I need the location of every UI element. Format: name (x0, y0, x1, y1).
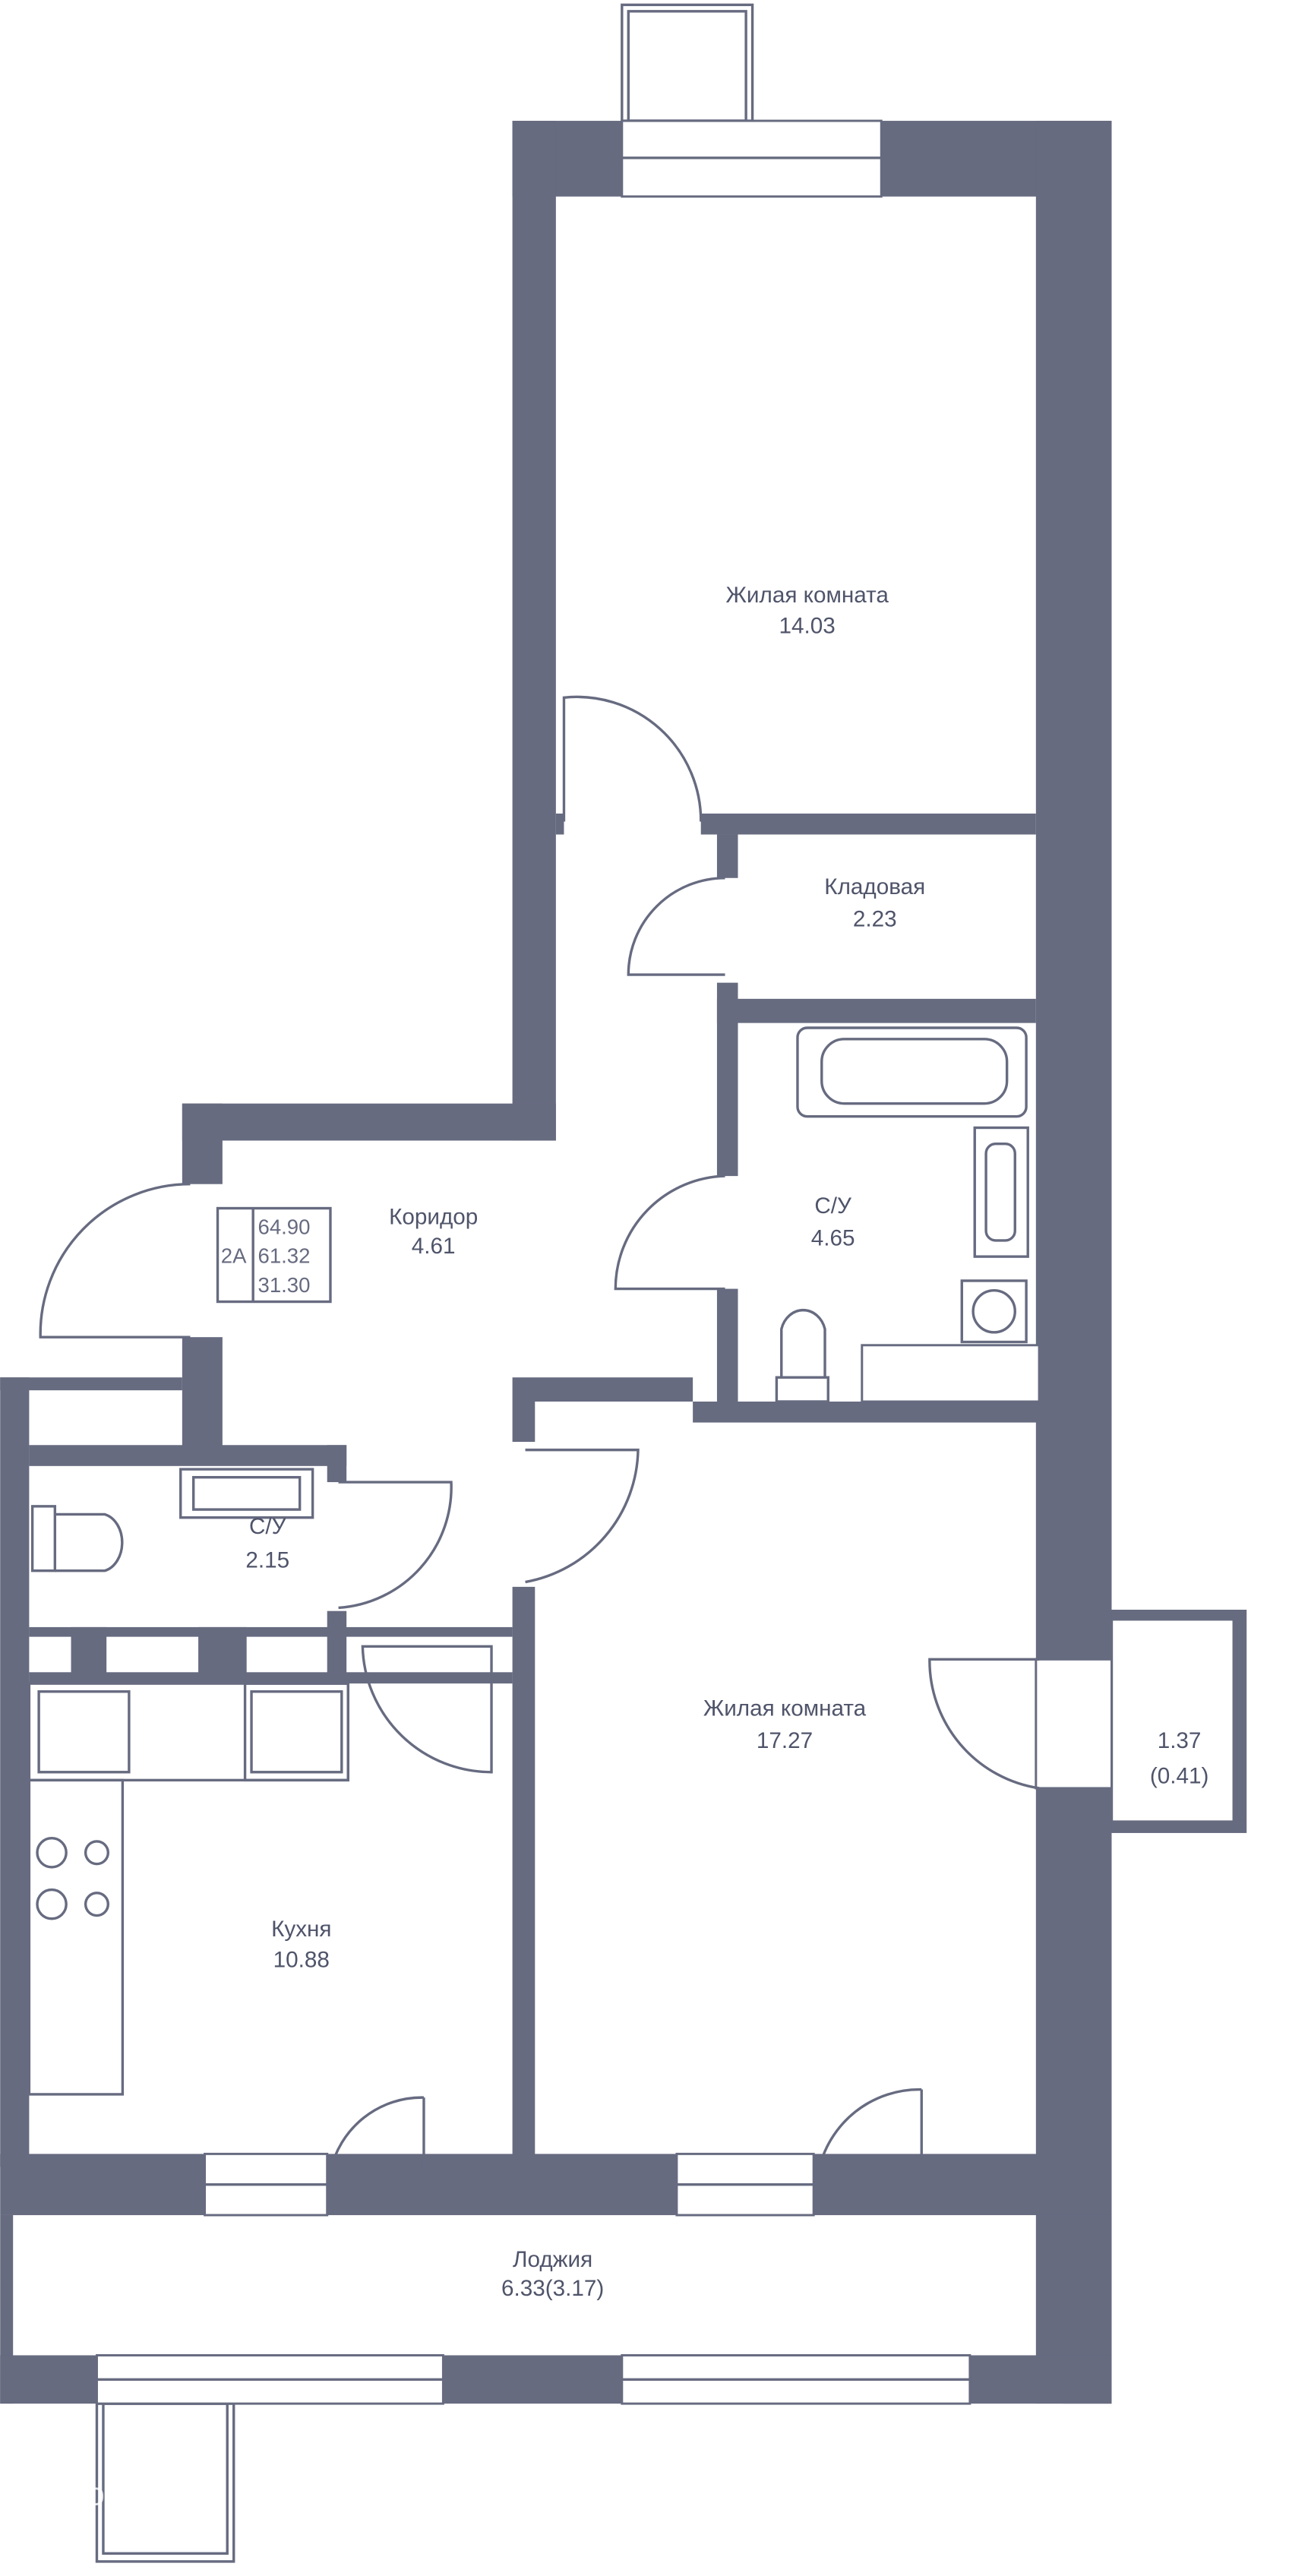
balcony-right (1110, 1610, 1247, 1833)
balcony-reduced-area: (0.41) (1150, 1764, 1209, 1789)
room-area: 17.27 (757, 1728, 813, 1753)
room-area: 4.61 (412, 1234, 456, 1259)
apartment-legend: 2А 64.90 61.32 31.30 (216, 1206, 332, 1304)
fixtures (27, 1026, 1029, 2096)
legend-living: 31.30 (258, 1273, 311, 1297)
room-name: Жилая комната (726, 583, 889, 608)
legend-type: 2А (221, 1244, 247, 1268)
room-name: Лоджия (513, 2247, 592, 2272)
room-area: 2.23 (853, 906, 897, 931)
doors (39, 695, 1040, 2173)
room-name: Жилая комната (703, 1696, 867, 1721)
walls (0, 121, 1112, 2404)
balcony-top (621, 3, 754, 122)
room-name: Кладовая (824, 874, 925, 899)
room-name: С/У (814, 1193, 851, 1218)
room-area: 2.15 (245, 1547, 289, 1572)
room-name: Кухня (271, 1917, 331, 1942)
room-name: Коридор (389, 1205, 478, 1230)
room-area: 6.33(3.17) (501, 2276, 604, 2301)
windows (95, 119, 1113, 2405)
watermark: Домклик (65, 2476, 192, 2512)
balcony-area: 1.37 (1158, 1728, 1202, 1753)
room-name: С/У (249, 1514, 286, 1539)
legend-living-total: 61.32 (258, 1244, 311, 1268)
room-area: 10.88 (273, 1947, 330, 1972)
legend-total: 64.90 (258, 1215, 311, 1238)
room-area: 4.65 (811, 1225, 855, 1250)
room-area: 14.03 (779, 613, 836, 638)
